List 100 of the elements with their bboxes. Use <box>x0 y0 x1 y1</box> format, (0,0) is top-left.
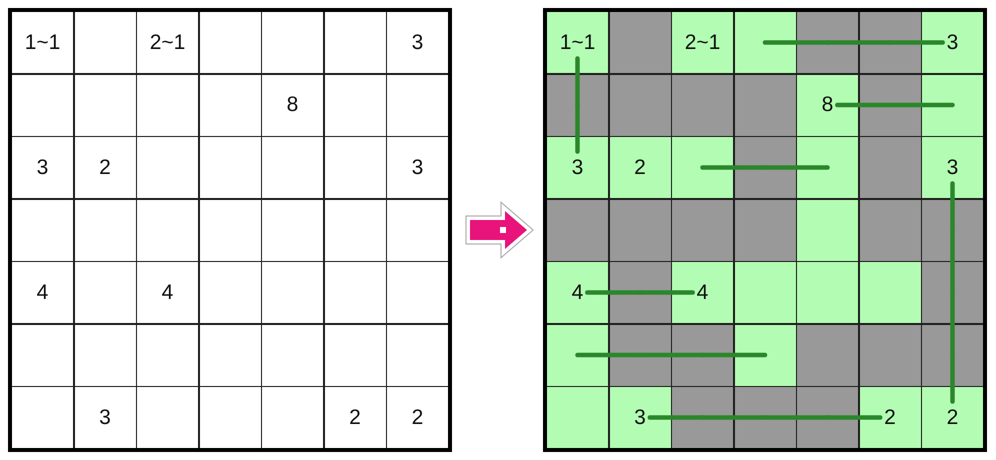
highlighted-cell <box>734 262 796 323</box>
clue-number: 3 <box>412 30 424 54</box>
clue-number: 3 <box>946 30 958 54</box>
shaded-cell <box>797 12 858 73</box>
connector-line <box>575 352 642 358</box>
grid-cell <box>262 200 323 260</box>
highlighted-cell <box>610 387 670 448</box>
clue-number: 1~1 <box>24 30 60 54</box>
grid-cell <box>137 137 198 198</box>
connector-line <box>762 165 830 170</box>
grid-cell <box>137 262 198 323</box>
grid-cell <box>137 74 198 136</box>
connector-line <box>950 181 955 232</box>
block-arrow <box>466 201 534 259</box>
connector-line <box>888 40 945 45</box>
connector-line <box>762 40 830 45</box>
shaded-cell <box>860 200 920 260</box>
clue-number: 1~1 <box>560 30 596 54</box>
shaded-cell <box>610 200 670 260</box>
shaded-cell <box>797 324 858 386</box>
connector-line <box>585 290 642 295</box>
grid-cell <box>74 262 136 323</box>
highlighted-cell <box>922 137 983 198</box>
grid-cell <box>12 387 73 448</box>
clue-number: 4 <box>572 280 584 304</box>
grid-cell <box>262 74 323 136</box>
shaded-cell <box>797 387 858 448</box>
grid-cell <box>324 324 386 386</box>
highlighted-cell <box>797 137 858 198</box>
grid-cell <box>74 74 136 136</box>
connector-line <box>950 290 955 358</box>
grid-cell <box>324 200 386 260</box>
highlighted-cell <box>547 137 608 198</box>
grid-cell <box>12 262 73 323</box>
shaded-cell <box>547 200 608 260</box>
grid-cell <box>200 12 260 73</box>
clue-number: 3 <box>946 156 958 180</box>
connector-line <box>825 415 882 420</box>
clue-number: 2 <box>412 406 424 430</box>
grid-cell <box>12 200 73 260</box>
grid-cell <box>387 387 448 448</box>
shaded-cell <box>547 74 608 136</box>
grid-cell <box>12 12 73 73</box>
grid-cell <box>262 324 323 386</box>
highlighted-cell <box>734 12 796 73</box>
connector-line <box>888 102 955 108</box>
grid-cell <box>387 200 448 260</box>
connector-line <box>835 102 892 108</box>
shaded-cell <box>860 137 920 198</box>
connector-line <box>700 415 768 420</box>
connector-line <box>575 102 580 154</box>
clue-number: 2~1 <box>150 30 186 54</box>
grid-cell <box>12 74 73 136</box>
connector-line <box>950 228 955 295</box>
grid-cell <box>200 262 260 323</box>
connector-line <box>762 415 830 420</box>
grid-cell <box>74 12 136 73</box>
highlighted-cell <box>547 12 608 73</box>
grid-cell <box>200 200 260 260</box>
grid-cell <box>324 262 386 323</box>
shaded-cell <box>922 200 983 260</box>
shaded-cell <box>610 262 670 323</box>
grid-cell <box>137 324 198 386</box>
clue-number: 2 <box>946 406 958 430</box>
shaded-cell <box>734 387 796 448</box>
grid-cell <box>12 324 73 386</box>
clue-number: 4 <box>696 280 708 304</box>
grid-cell <box>324 74 386 136</box>
grid-cell <box>262 137 323 198</box>
shaded-cell <box>860 12 920 73</box>
clue-number: 8 <box>286 93 298 117</box>
clue-number: 2 <box>349 406 361 430</box>
grid-cell <box>387 324 448 386</box>
grid-cell <box>324 137 386 198</box>
clue-number: 2 <box>634 156 646 180</box>
grid-cell <box>137 12 198 73</box>
shaded-cell <box>610 324 670 386</box>
clue-number: 8 <box>822 93 834 117</box>
shaded-cell <box>860 324 920 386</box>
grid-cell <box>387 12 448 73</box>
clue-number: 3 <box>36 156 48 180</box>
grid-cell <box>137 387 198 448</box>
clue-number: 2 <box>884 406 896 430</box>
highlighted-cell <box>547 262 608 323</box>
highlighted-cell <box>797 262 858 323</box>
shaded-cell <box>734 137 796 198</box>
grid-cell <box>74 137 136 198</box>
highlighted-cell <box>610 137 670 198</box>
highlighted-cell <box>797 200 858 260</box>
highlighted-cell <box>672 262 733 323</box>
highlighted-cell <box>922 74 983 136</box>
connector-line <box>575 56 580 108</box>
grid-cell <box>262 387 323 448</box>
shaded-cell <box>672 387 733 448</box>
highlighted-cell <box>734 324 796 386</box>
connector-line <box>825 40 892 45</box>
grid-cell <box>324 12 386 73</box>
clue-number: 3 <box>572 156 584 180</box>
highlighted-cell <box>922 12 983 73</box>
grid-cell <box>12 137 73 198</box>
